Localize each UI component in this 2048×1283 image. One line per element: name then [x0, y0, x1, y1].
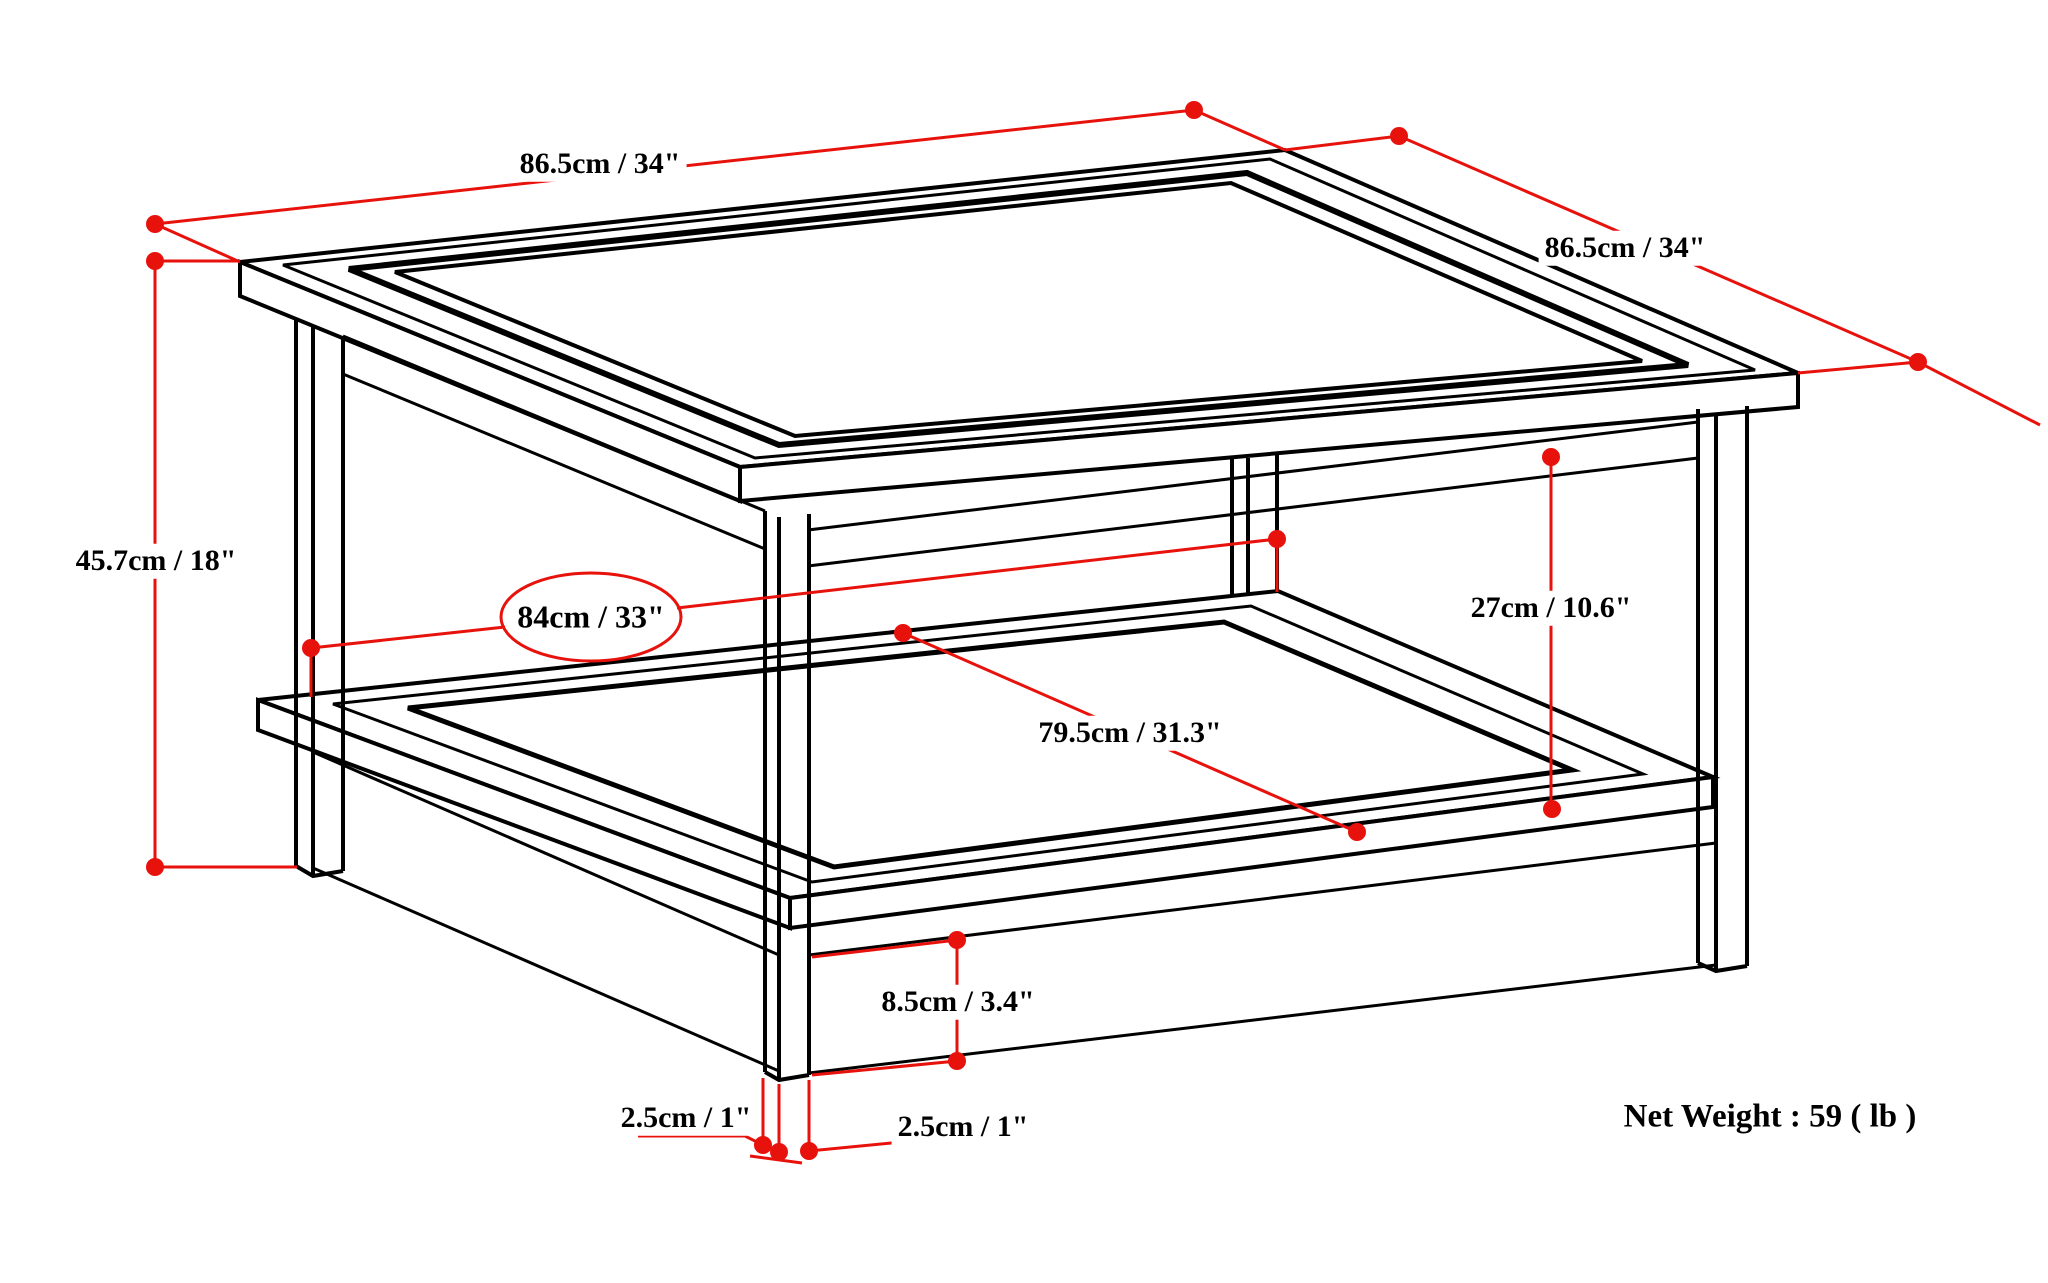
dimension-label-shelf-inner-width: 84cm / 33" — [517, 598, 665, 635]
left-leg — [294, 319, 345, 879]
dimension-endpoint-dots — [146, 101, 1927, 1161]
table-top — [238, 147, 1800, 568]
back-leg — [1230, 446, 1279, 601]
lower-shelf — [256, 588, 1721, 1075]
dimension-circle — [499, 571, 683, 663]
net-weight-label: Net Weight : 59 ( lb ) — [1623, 1098, 1917, 1135]
dimension-label-leg-thickness-right: 2.5cm / 1" — [891, 1109, 1035, 1145]
dimension-label-shelf-panel-width: 79.5cm / 31.3" — [1032, 715, 1228, 751]
dimension-label-overall-height: 45.7cm / 18" — [69, 543, 243, 579]
dimension-label-stretcher-height: 8.5cm / 3.4" — [875, 984, 1041, 1020]
front-leg — [763, 511, 811, 1083]
right-leg — [1696, 406, 1749, 974]
dimension-label-leg-thickness-left: 2.5cm / 1" — [614, 1100, 758, 1136]
dimension-label-top-depth-right: 86.5cm / 34" — [1538, 230, 1712, 266]
dimension-label-shelf-clearance: 27cm / 10.6" — [1464, 590, 1638, 626]
dimension-label-top-width-left: 86.5cm / 34" — [513, 146, 687, 182]
